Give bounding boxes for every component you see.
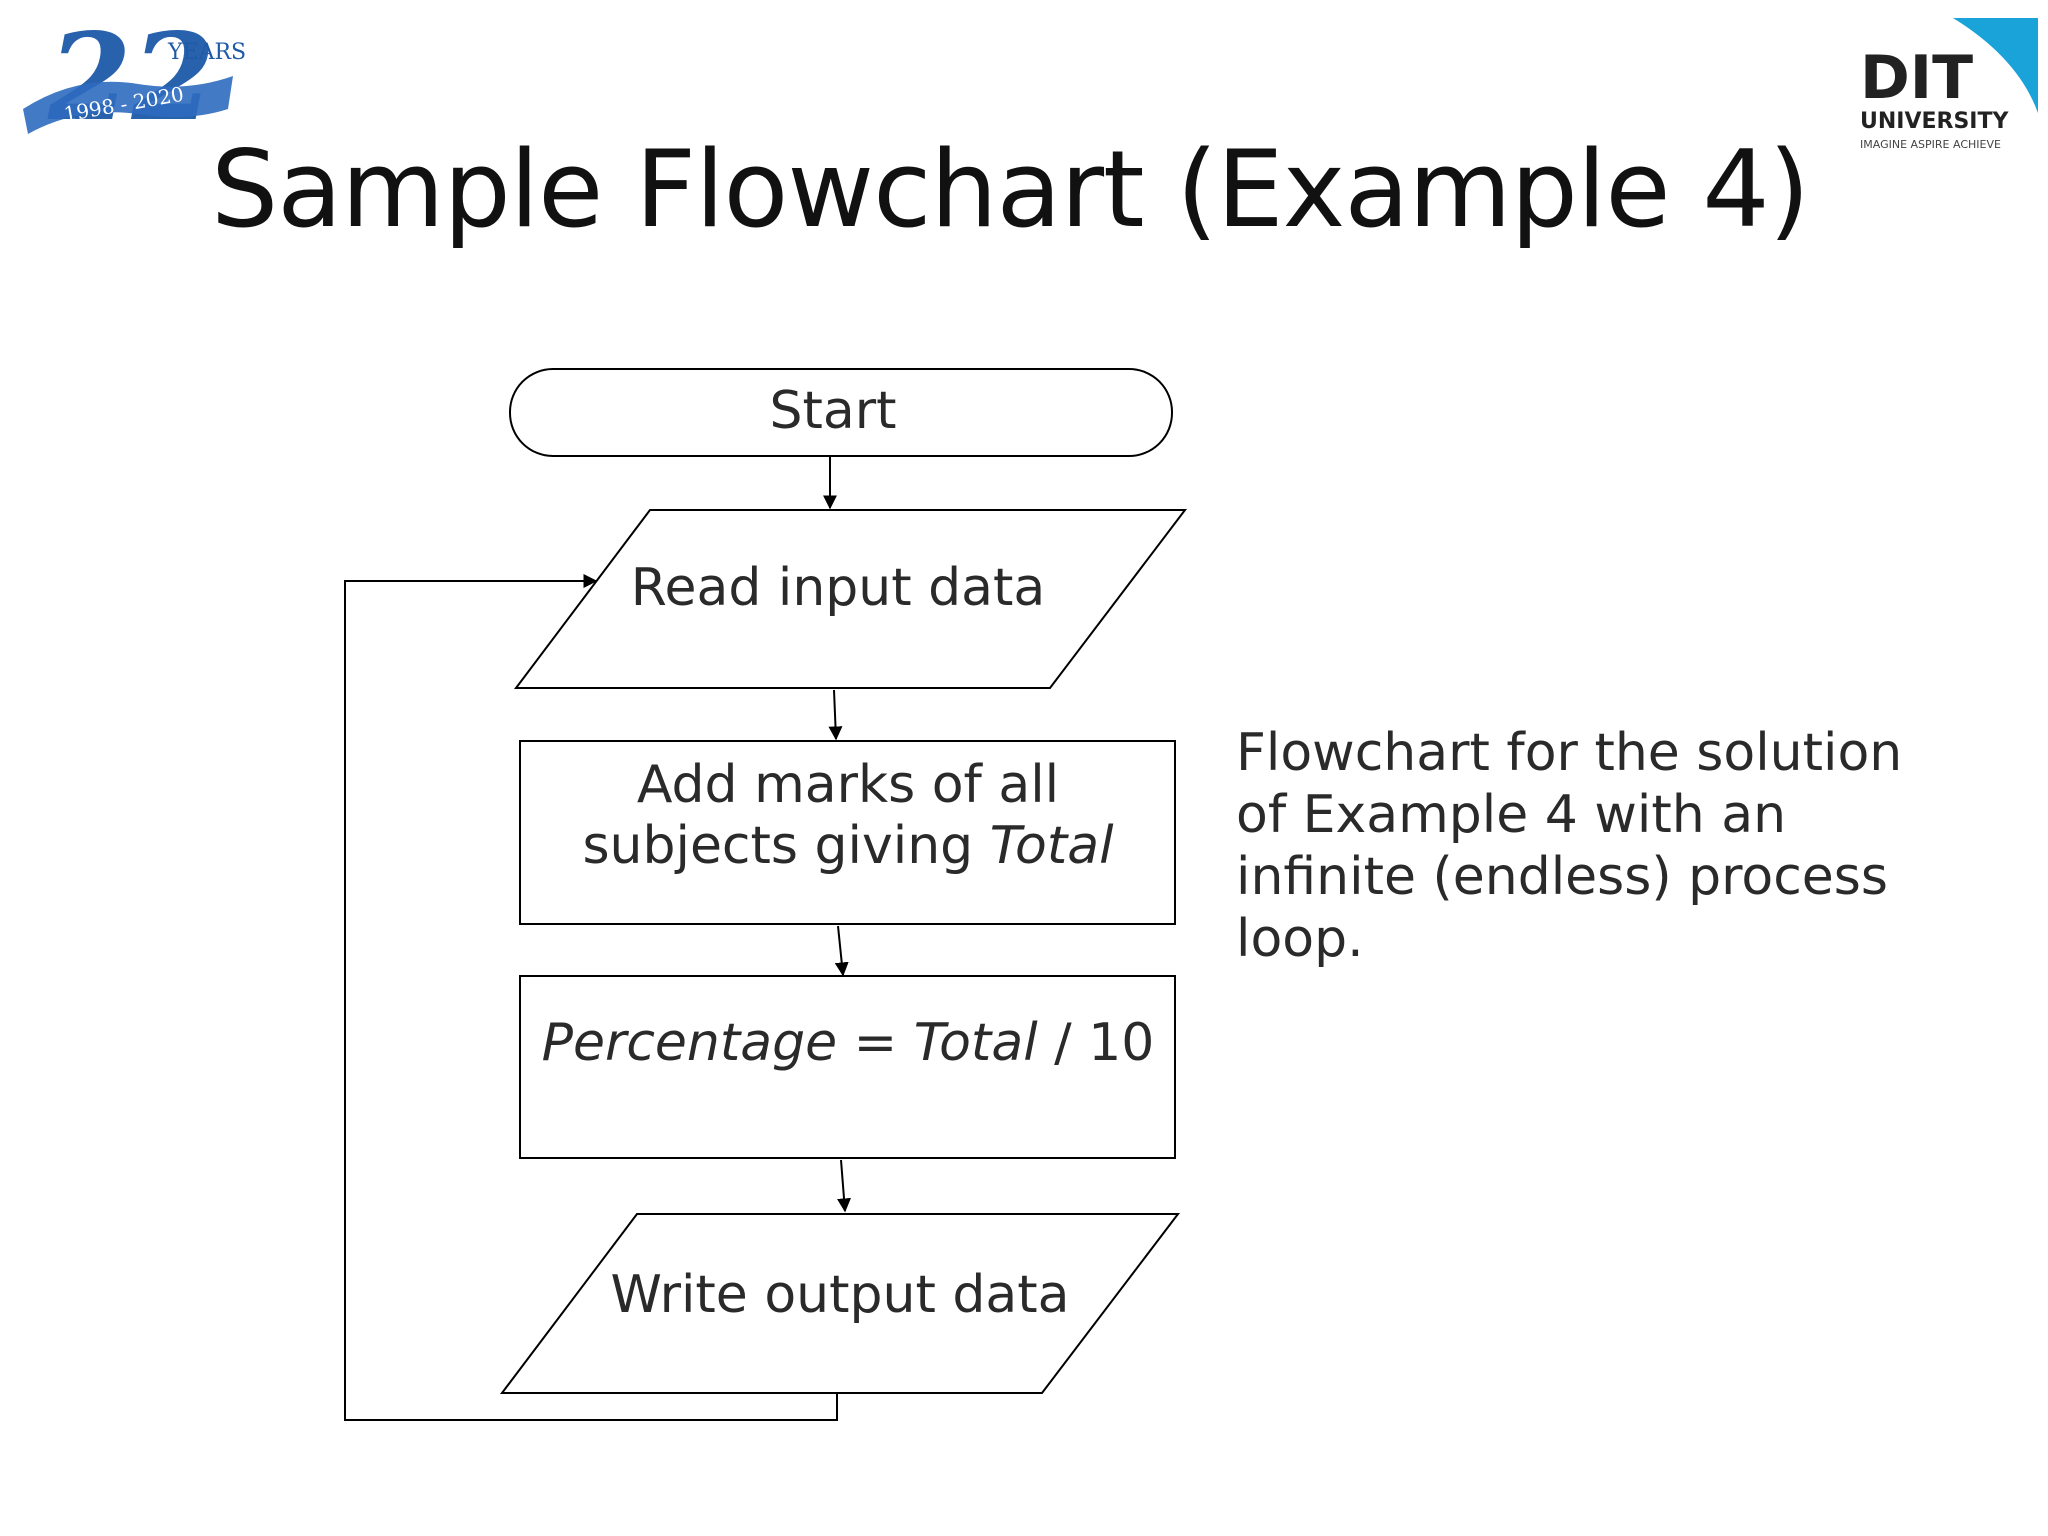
arrow-add-to-percentage bbox=[834, 925, 849, 977]
dit-university-logo: DIT UNIVERSITY IMAGINE ASPIRE ACHIEVE bbox=[1860, 18, 2038, 151]
slide-title: Sample Flowchart (Example 4) bbox=[210, 128, 1810, 251]
add-marks-line2-prefix: subjects giving bbox=[582, 816, 989, 876]
dit-wordmark: DIT bbox=[1860, 43, 1973, 113]
percentage-var: Percentage bbox=[542, 1013, 838, 1073]
gear-accent-shape bbox=[1953, 18, 2038, 113]
anniversary-logo: 22 YEARS 1998 - 2020 bbox=[23, 14, 246, 144]
dit-university-word: UNIVERSITY bbox=[1860, 109, 2009, 134]
read-input-node bbox=[513, 509, 1188, 689]
anniversary-number: 22 bbox=[47, 14, 215, 144]
write-output-node bbox=[499, 1213, 1181, 1394]
ribbon-shape bbox=[23, 76, 233, 134]
percentage-divisor: / 10 bbox=[1038, 1013, 1155, 1073]
loop-back-connector bbox=[344, 574, 838, 1421]
add-marks-line2: subjects giving Total bbox=[582, 816, 1114, 876]
anniversary-years-word: YEARS bbox=[167, 40, 246, 65]
percentage-total-var: Total bbox=[914, 1013, 1038, 1073]
percentage-equals: = bbox=[837, 1013, 914, 1073]
percentage-formula: Percentage = Total / 10 bbox=[542, 1013, 1155, 1073]
percentage-node bbox=[519, 975, 1176, 1159]
start-label: Start bbox=[769, 381, 896, 441]
arrow-read-to-add bbox=[828, 689, 843, 741]
add-marks-node bbox=[519, 740, 1176, 925]
arrow-percentage-to-write bbox=[837, 1159, 851, 1213]
dit-tagline: IMAGINE ASPIRE ACHIEVE bbox=[1860, 138, 2001, 151]
flowchart-description: Flowchart for the solution of Example 4 … bbox=[1236, 723, 1903, 969]
write-output-label: Write output data bbox=[611, 1265, 1070, 1325]
read-input-label: Read input data bbox=[631, 558, 1046, 618]
add-marks-line1: Add marks of all bbox=[637, 755, 1059, 815]
start-terminal bbox=[509, 368, 1173, 457]
add-marks-total: Total bbox=[990, 816, 1114, 876]
